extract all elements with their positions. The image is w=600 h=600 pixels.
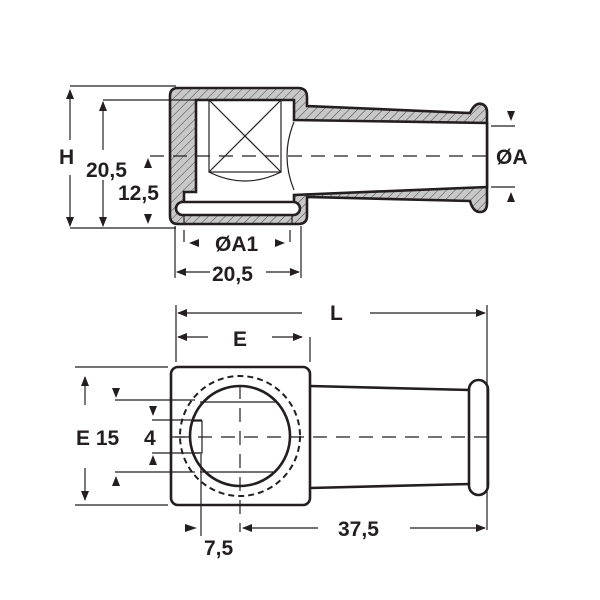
outlet-diameter-label: ØA <box>496 146 528 169</box>
length-label: L <box>330 302 343 325</box>
inlet-diameter-label: ØA1 <box>215 233 259 256</box>
body-width-label: E <box>233 328 247 351</box>
height-center-label: 12,5 <box>118 182 159 205</box>
top-view: L E E 15 4 7,5 37,5 <box>75 302 490 560</box>
socket-square <box>208 99 282 173</box>
height-outer-label: 20,5 <box>86 159 127 182</box>
height-label: H <box>59 146 74 169</box>
body-height-label: E 15 <box>76 427 120 450</box>
side-body-section <box>150 86 489 226</box>
tube-length-label: 37,5 <box>338 518 379 541</box>
slot-label: 4 <box>144 427 156 450</box>
ring-groove <box>174 200 302 217</box>
width-label: 20,5 <box>212 263 253 286</box>
side-view: H 20,5 12,5 ØA ØA1 20,5 <box>59 85 528 286</box>
offset-label: 7,5 <box>204 537 234 560</box>
dashed-circle <box>179 375 301 497</box>
